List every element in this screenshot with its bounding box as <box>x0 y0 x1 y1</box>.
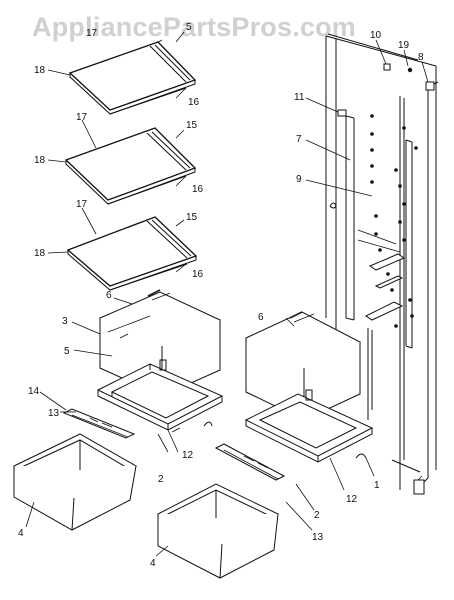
callout-13: 13 <box>48 408 60 419</box>
shelf-ladder-right <box>405 139 413 349</box>
slide-rail-left <box>62 408 136 439</box>
callout-12: 12 <box>182 450 194 461</box>
callout-18: 18 <box>34 65 46 76</box>
callout-12: 12 <box>346 494 358 505</box>
callout-5: 5 <box>64 346 70 357</box>
callout-6: 6 <box>258 312 264 323</box>
watermark: AppliancePartsPros.com <box>32 12 357 42</box>
callout-16: 16 <box>192 269 204 280</box>
callout-16: 16 <box>188 97 200 108</box>
leader-lines <box>25 31 429 557</box>
callout-18: 18 <box>34 248 46 259</box>
crisper-frame-right <box>244 389 374 463</box>
callout-11: 11 <box>294 92 305 103</box>
crisper-drawer-left <box>12 433 138 531</box>
callout-2: 2 <box>158 474 164 485</box>
callout-16: 16 <box>192 184 204 195</box>
crisper-cover-right <box>244 311 362 421</box>
callout-4: 4 <box>18 528 24 539</box>
callout-15: 15 <box>186 212 198 223</box>
callout-labels: 17 5 18 16 17 15 18 16 17 15 18 16 6 3 5… <box>18 22 424 569</box>
screws <box>329 63 418 328</box>
glass-shelf-lower <box>66 216 198 291</box>
slide-rail-right <box>214 443 286 481</box>
glass-shelf-top <box>68 39 197 115</box>
shelf-ladder-left <box>339 111 355 321</box>
callout-10: 10 <box>370 30 382 41</box>
callout-8: 8 <box>418 52 424 63</box>
callout-9: 9 <box>296 174 302 185</box>
glass-shelf-middle <box>64 127 197 205</box>
callout-13: 13 <box>312 532 324 543</box>
callout-7: 7 <box>296 134 302 145</box>
callout-17: 17 <box>76 112 88 123</box>
callout-6: 6 <box>106 290 112 301</box>
crisper-frame-left <box>96 359 224 433</box>
support-brackets <box>357 229 406 321</box>
callout-14: 14 <box>28 386 40 397</box>
cabinet-liner <box>325 33 439 495</box>
callout-17: 17 <box>86 28 98 39</box>
callout-15: 15 <box>186 120 198 131</box>
callout-4: 4 <box>150 558 156 569</box>
crisper-drawer-right <box>156 483 280 579</box>
callout-17: 17 <box>76 199 88 210</box>
callout-5: 5 <box>186 22 192 33</box>
callout-19: 19 <box>398 40 410 51</box>
callout-2: 2 <box>314 510 320 521</box>
callout-1: 1 <box>374 480 380 491</box>
callout-3: 3 <box>62 316 68 327</box>
callout-18: 18 <box>34 155 46 166</box>
